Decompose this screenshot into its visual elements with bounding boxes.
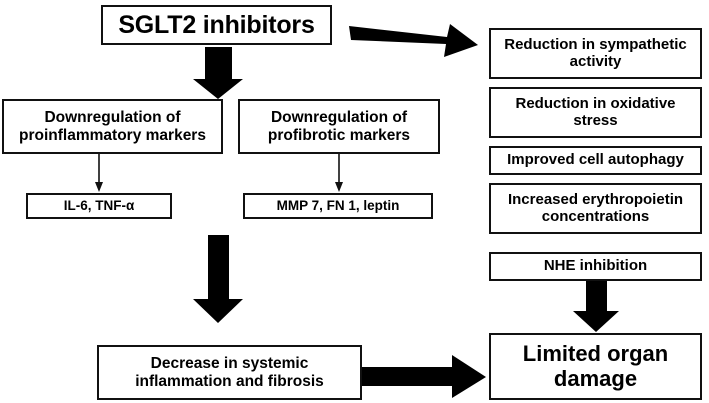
- box-increased-erythropoietin-concentrations-label: Increased erythropoietin concentrations: [507, 190, 684, 225]
- box-improved-cell-autophagy-label: Improved cell autophagy: [507, 151, 684, 169]
- box-reduction-sympathetic-activity[interactable]: Reduction in sympathetic activity: [489, 28, 702, 79]
- arrow-title-to-pathways: [193, 47, 243, 99]
- box-reduction-oxidative-stress-label: Reduction in oxidative stress: [515, 94, 676, 129]
- box-sglt2-inhibitors-label: SGLT2 inhibitors: [118, 11, 315, 39]
- arrow-effects-to-outcome: [573, 281, 619, 332]
- arrow-title-to-right-effects: [349, 24, 478, 57]
- box-sglt2-inhibitors[interactable]: SGLT2 inhibitors: [101, 5, 332, 45]
- box-downregulation-profibrotic-markers-label: Downregulation of profibrotic markers: [267, 109, 411, 144]
- box-mmp7-fn1-leptin[interactable]: MMP 7, FN 1, leptin: [243, 193, 433, 219]
- box-downregulation-profibrotic-markers[interactable]: Downregulation of profibrotic markers: [238, 99, 440, 154]
- box-limited-organ-damage[interactable]: Limited organ damage: [489, 333, 702, 400]
- box-nhe-inhibition[interactable]: NHE inhibition: [489, 252, 702, 281]
- box-limited-organ-damage-label: Limited organ damage: [522, 340, 669, 391]
- box-decrease-systemic-inflammation-fibrosis-label: Decrease in systemic inflammation and fi…: [135, 355, 324, 390]
- box-reduction-oxidative-stress[interactable]: Reduction in oxidative stress: [489, 87, 702, 138]
- arrow-proinflammatory-head: [95, 182, 103, 192]
- box-mmp7-fn1-leptin-label: MMP 7, FN 1, leptin: [276, 198, 400, 214]
- box-downregulation-proinflammatory-markers-label: Downregulation of proinflammatory marker…: [19, 109, 206, 144]
- arrow-profibrotic-head: [335, 182, 343, 192]
- box-il6-tnf-alpha[interactable]: IL-6, TNF-α: [26, 193, 172, 219]
- box-reduction-sympathetic-activity-label: Reduction in sympathetic activity: [504, 35, 687, 70]
- arrow-bottom-to-outcome: [362, 355, 486, 398]
- box-il6-tnf-alpha-label: IL-6, TNF-α: [63, 198, 135, 214]
- arrow-pathways-to-bottom: [193, 235, 243, 323]
- box-nhe-inhibition-label: NHE inhibition: [543, 257, 648, 275]
- box-improved-cell-autophagy[interactable]: Improved cell autophagy: [489, 146, 702, 175]
- box-decrease-systemic-inflammation-fibrosis[interactable]: Decrease in systemic inflammation and fi…: [97, 345, 362, 400]
- box-downregulation-proinflammatory-markers[interactable]: Downregulation of proinflammatory marker…: [2, 99, 223, 154]
- box-increased-erythropoietin-concentrations[interactable]: Increased erythropoietin concentrations: [489, 183, 702, 234]
